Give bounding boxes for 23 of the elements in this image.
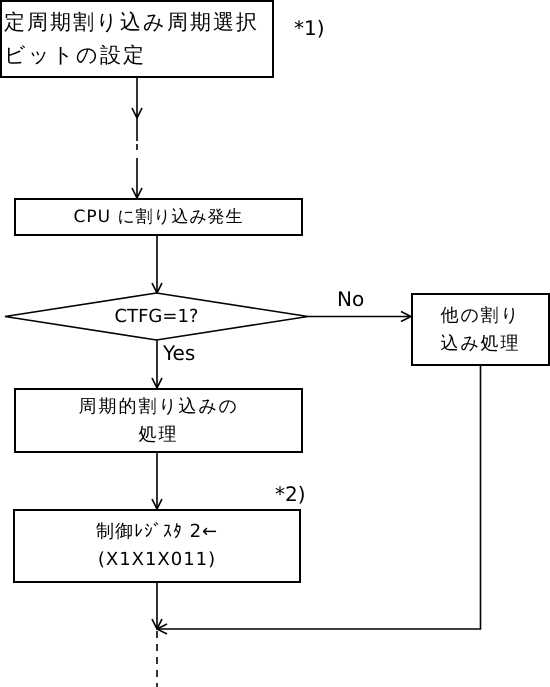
process-box: [0, 0, 274, 78]
process-box: [14, 388, 303, 453]
edge-label: No: [336, 289, 366, 309]
footnote-mark: *2): [275, 482, 306, 506]
arrow: [151, 453, 163, 510]
edge-label: Yes: [162, 343, 196, 363]
node-text: 制御ﾚｼﾞｽﾀ 2← (X1X1X011): [94, 520, 220, 572]
node-text: 定周期割り込み周期選択ビットの設定: [4, 9, 260, 69]
arrow: [151, 236, 163, 294]
decision-diamond: [5, 293, 308, 340]
footnote-mark: *1): [294, 16, 325, 40]
arrow: [151, 340, 163, 389]
arrow: [156, 366, 482, 635]
arrow: [131, 78, 143, 198]
arrow: [151, 583, 163, 630]
node-text: 他の割り込み処理: [440, 304, 522, 356]
process-box: [13, 509, 301, 583]
node-text: CPU に割り込み発生: [74, 206, 244, 229]
process-box: [411, 293, 550, 366]
arrow: [308, 310, 412, 322]
node-text: CTFG=1?: [114, 304, 198, 329]
node-text: 周期的割り込みの処理: [78, 394, 240, 446]
process-box: [14, 198, 303, 236]
